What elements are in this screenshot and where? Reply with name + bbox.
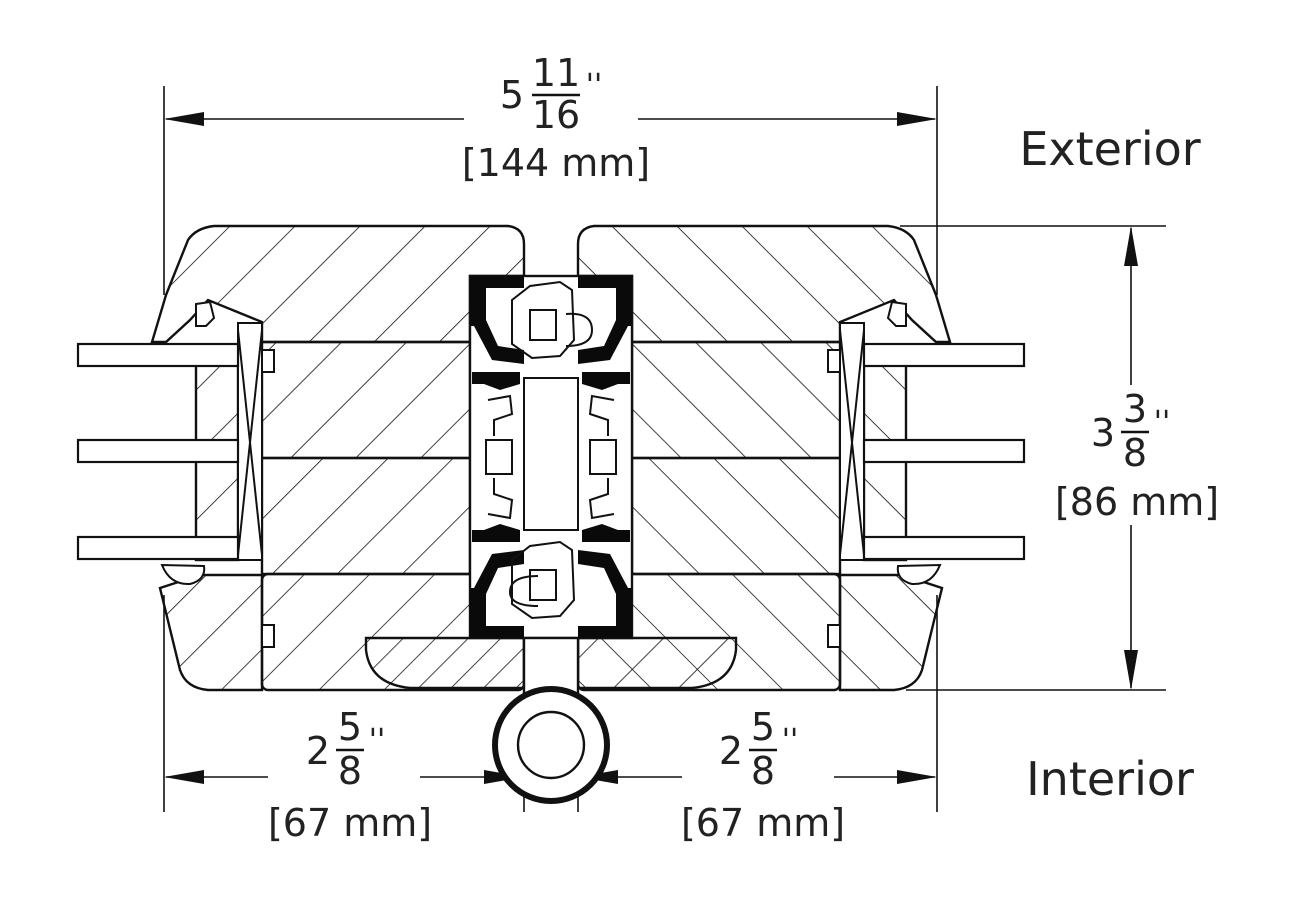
right-clip-upper [827, 349, 841, 373]
right-wedge-gasket [839, 322, 865, 561]
dim-right-depth-numerator: 5 [751, 705, 775, 749]
profile-bracket-bottom-right [578, 550, 632, 638]
profile-web-left [487, 394, 514, 520]
left-glass-block-lower [260, 456, 472, 576]
profile-bracket-bottom-left [470, 550, 524, 638]
profile-seal-top-right [565, 312, 594, 347]
dim-height-whole: 3 [1091, 411, 1115, 455]
profile-connector-lower-right [582, 524, 630, 542]
dim-overall-width-unit: '' [586, 68, 603, 103]
interior-cover-left [364, 636, 526, 690]
dim-overall-width-numerator: 11 [532, 51, 580, 95]
right-interior-corner [838, 573, 944, 692]
left-bottom-seal [160, 563, 206, 586]
dim-right-depth: 2 5 8 '' [67 mm] [681, 705, 845, 845]
dim-left-depth-metric: [67 mm] [268, 801, 432, 845]
dim-left-depth-numerator: 5 [338, 705, 362, 749]
profile-thermal-break-bottom [511, 540, 576, 620]
dim-height-denominator: 8 [1123, 431, 1147, 475]
dim-left-depth-whole: 2 [306, 729, 330, 773]
dim-right-depth-whole: 2 [719, 729, 743, 773]
glass-bar-right-top [862, 342, 1026, 368]
left-glass-block-upper [260, 340, 472, 460]
profile-bracket-top-left [470, 276, 524, 364]
glass-bar-right-middle [862, 438, 1026, 464]
left-interior-corner [158, 573, 264, 692]
right-glass-block-lower [630, 456, 842, 576]
interior-tube [492, 636, 610, 804]
left-top-seal [195, 300, 216, 327]
exterior-label: Exterior [1019, 122, 1200, 176]
dim-height: 3 3 8 '' [86 mm] [1055, 387, 1219, 524]
glass-bar-left-middle [76, 438, 240, 464]
central-profile [468, 274, 634, 640]
dim-right-depth-metric: [67 mm] [681, 801, 845, 845]
interior-cover-right [576, 636, 738, 690]
glass-bar-left-bottom [76, 535, 240, 561]
right-glass-block-upper [630, 340, 842, 460]
profile-connector-upper-right [582, 372, 630, 390]
dim-height-metric: [86 mm] [1055, 480, 1219, 524]
dim-overall-width-metric: [144 mm] [462, 141, 650, 185]
profile-chamber-left-mid [485, 439, 513, 475]
interior-label: Interior [1026, 752, 1194, 806]
dim-height-numerator: 3 [1123, 387, 1147, 431]
profile-chamber-right-mid [589, 439, 617, 475]
profile-thermal-break-top [511, 280, 576, 360]
tube-inner [516, 710, 586, 780]
dim-right-depth-denominator: 8 [751, 749, 775, 793]
dim-right-depth-unit: '' [782, 723, 799, 758]
left-wedge-gasket [237, 322, 263, 561]
right-top-seal [886, 300, 907, 327]
right-bottom-seal [896, 563, 942, 586]
dim-left-depth-unit: '' [369, 723, 386, 758]
dim-left-depth-denominator: 8 [338, 749, 362, 793]
glass-bar-right-bottom [862, 535, 1026, 561]
dim-left-depth: 2 5 8 '' [67 mm] [268, 705, 432, 845]
glass-bar-left-top [76, 342, 240, 368]
dim-height-unit: '' [1154, 405, 1171, 440]
left-clip-upper [261, 349, 275, 373]
profile-bracket-top-right [578, 276, 632, 364]
dim-overall-width-whole: 5 [500, 73, 524, 117]
right-clip-lower [827, 624, 841, 648]
profile-chamber-center [523, 377, 579, 531]
profile-connector-lower-left [472, 524, 520, 542]
profile-web-right [588, 394, 615, 520]
glass-bars [76, 342, 1026, 561]
profile-outline [468, 274, 634, 640]
profile-seal-bottom-left [508, 575, 539, 607]
profile-connector-upper-left [472, 372, 520, 390]
dim-overall-width: 5 11 16 '' [144 mm] [462, 51, 650, 185]
dim-overall-width-denominator: 16 [532, 93, 580, 137]
left-clip-lower [261, 624, 275, 648]
